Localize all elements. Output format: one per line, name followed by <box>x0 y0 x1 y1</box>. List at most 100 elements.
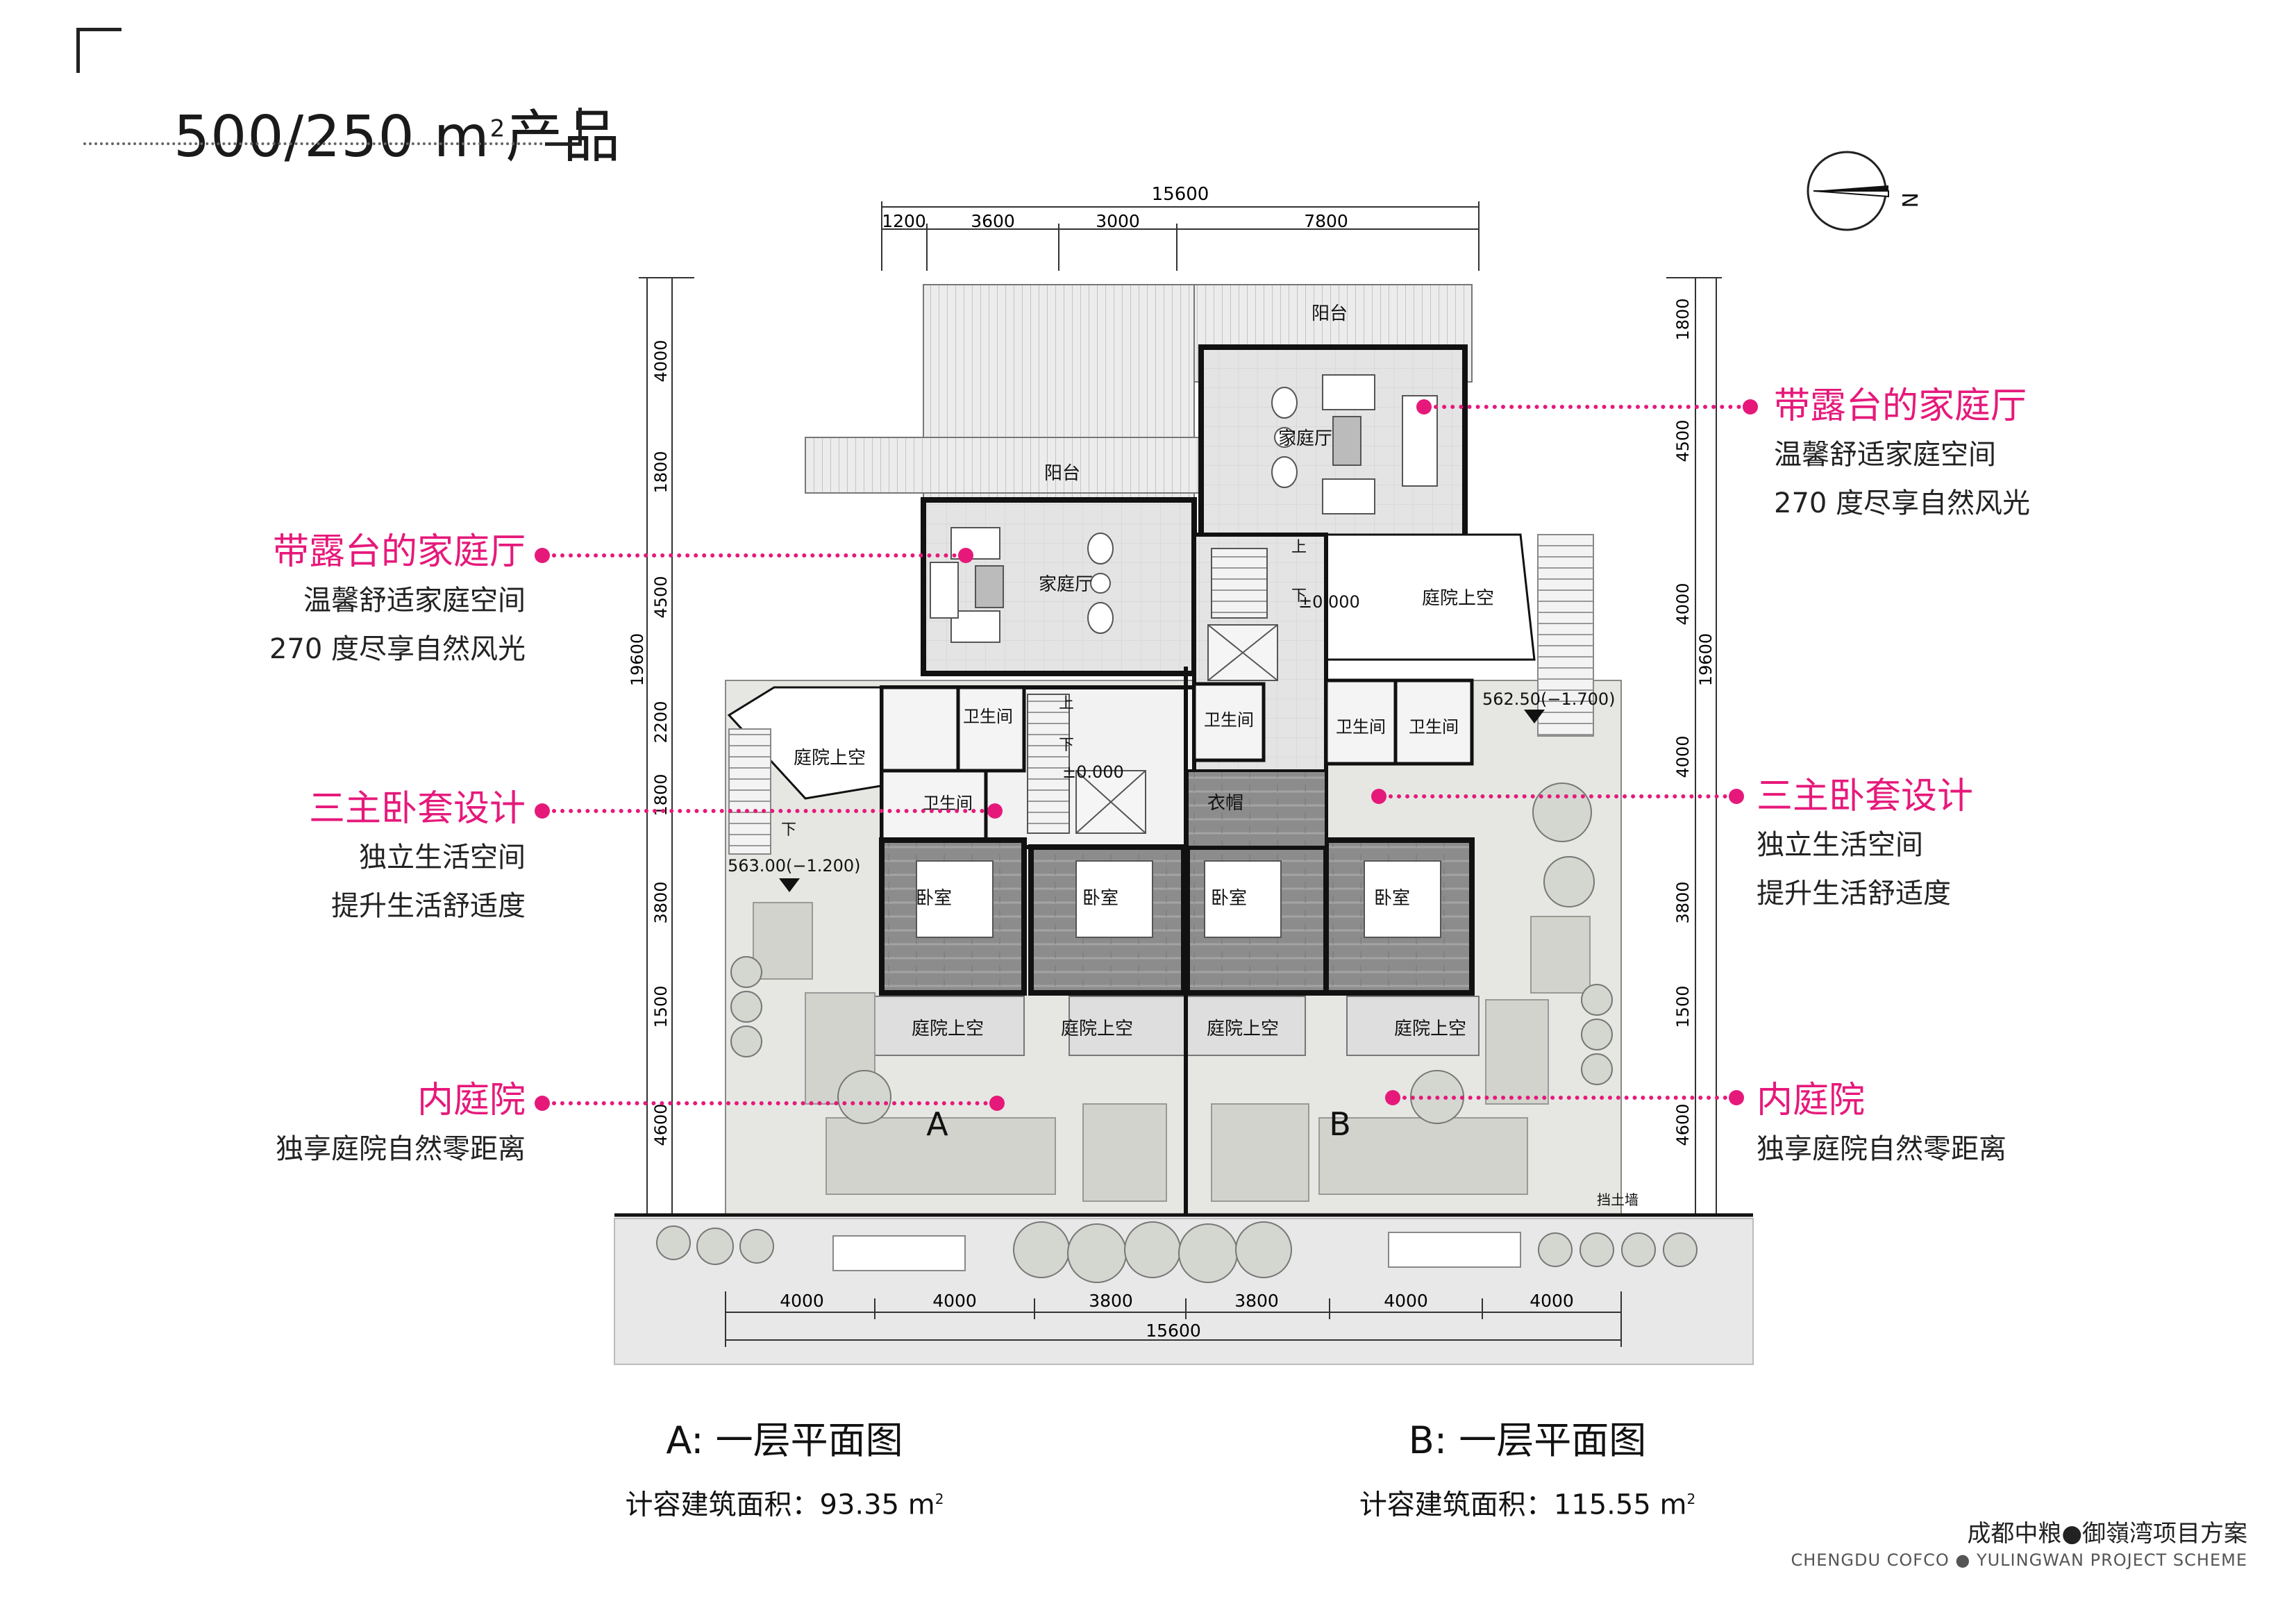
stair-up-label-b: 上 <box>1291 539 1307 556</box>
room-label-court-void-s1: 庭院上空 <box>912 1019 984 1039</box>
callout-leader-line <box>1402 1096 1736 1100</box>
corner-mark-bottom-right <box>545 108 582 146</box>
room-label-court-void-ne: 庭院上空 <box>1422 588 1494 609</box>
north-arrow-icon: N <box>1805 149 1930 233</box>
title-block: 500/250 m2产品 <box>76 28 620 170</box>
stair-core-a <box>1027 694 1070 834</box>
stair-down-label-a: 下 <box>1059 737 1074 754</box>
callout-heading: 内庭院 <box>417 1080 526 1121</box>
bedrooms <box>879 837 1475 996</box>
dim-bottom-seg: 4000 <box>1530 1291 1574 1311</box>
dim-left-seg: 1800 <box>651 451 671 493</box>
stair-ne <box>1537 534 1594 737</box>
callout-dot <box>1371 789 1386 804</box>
callout-dot <box>958 548 973 563</box>
dimension-right <box>1666 277 1722 1216</box>
dim-right-seg: 3800 <box>1673 881 1693 923</box>
court-voids-south <box>874 996 1480 1056</box>
caption-a: A: 一层平面图 计容建筑面积：93.35 m2 <box>576 1416 993 1529</box>
callout-left-family-hall: 带露台的家庭厅 温馨舒适家庭空间 270 度尽享自然风光 <box>269 528 526 673</box>
room-label-bedroom-4: 卧室 <box>1374 888 1410 909</box>
room-label-balcony-a: 阳台 <box>1044 463 1080 484</box>
dim-bottom-total: 15600 <box>1146 1321 1201 1341</box>
stair-down-label-b: 下 <box>1291 587 1307 605</box>
level-zero-a: ±0.000 <box>1062 762 1124 782</box>
callout-dot <box>1743 399 1758 415</box>
project-footer: 成都中粮●御嶺湾项目方案 CHENGDU COFCO ● YULINGWAN P… <box>1791 1519 2247 1572</box>
callout-right-master-suites: 三主卧套设计 独立生活空间 提升生活舒适度 <box>1757 772 1973 918</box>
dim-right-total: 19600 <box>1696 633 1716 686</box>
callout-leader-line <box>1389 794 1736 798</box>
callout-heading: 三主卧套设计 <box>308 788 526 830</box>
level-mark-b: 562.50(−1.700) <box>1482 689 1616 709</box>
callout-right-family-hall: 带露台的家庭厅 温馨舒适家庭空间 270 度尽享自然风光 <box>1774 382 2030 528</box>
dim-right-seg: 4000 <box>1673 583 1693 625</box>
room-label-court-void-nw: 庭院上空 <box>794 748 866 769</box>
callout-dot <box>535 1096 550 1111</box>
dim-bottom-seg: 3800 <box>1234 1291 1279 1311</box>
callout-leader-line <box>552 1101 996 1105</box>
room-label-bath-4: 卫生间 <box>1336 717 1386 737</box>
dim-right-seg: 4600 <box>1673 1103 1693 1146</box>
callout-line: 独立生活空间 <box>1757 829 1923 861</box>
level-mark-a: 563.00(−1.200) <box>728 856 861 876</box>
callout-line: 温馨舒适家庭空间 <box>1774 439 1996 471</box>
callout-heading: 三主卧套设计 <box>1757 776 1974 817</box>
dimension-top <box>881 201 1480 271</box>
callout-dot <box>1385 1090 1400 1105</box>
dim-top-total: 15600 <box>1152 184 1209 205</box>
dim-left-seg: 1500 <box>651 985 671 1028</box>
dim-left-seg: 4500 <box>651 576 671 618</box>
room-label-closet: 衣帽 <box>1207 793 1243 814</box>
callout-heading: 内庭院 <box>1757 1080 1866 1121</box>
callout-dot <box>1416 399 1432 415</box>
callout-line: 独享庭院自然零距离 <box>276 1133 526 1165</box>
footer-en: CHENGDU COFCO ● YULINGWAN PROJECT SCHEME <box>1791 1550 2247 1570</box>
callout-leader-line <box>552 553 965 558</box>
callout-left-inner-court: 内庭院 独享庭院自然零距离 <box>276 1076 526 1173</box>
caption-b: B: 一层平面图 计容建筑面积：115.55 m2 <box>1319 1416 1736 1529</box>
callout-left-master-suites: 三主卧套设计 独立生活空间 提升生活舒适度 <box>309 785 526 930</box>
dim-top-seg: 7800 <box>1304 211 1348 231</box>
corner-mark-top-left <box>76 28 121 73</box>
dim-left-total: 19600 <box>628 633 647 686</box>
room-label-family-hall-b: 家庭厅 <box>1278 428 1332 449</box>
compass-n-label: N <box>1897 192 1921 208</box>
callout-leader-line <box>1434 405 1750 409</box>
unit-marker-b: B <box>1329 1105 1351 1143</box>
footer-cn: 成都中粮●御嶺湾项目方案 <box>1967 1520 2247 1548</box>
dim-bottom-seg: 3800 <box>1089 1291 1133 1311</box>
callout-line: 独享庭院自然零距离 <box>1757 1133 2006 1165</box>
callout-dot <box>1729 1090 1744 1105</box>
room-label-bedroom-2: 卧室 <box>1082 888 1118 909</box>
unit-marker-a: A <box>926 1105 948 1143</box>
callout-dot <box>987 803 1003 819</box>
callout-line: 270 度尽享自然风光 <box>1774 487 2031 519</box>
callout-line: 提升生活舒适度 <box>1757 878 1951 910</box>
room-label-court-void-s3: 庭院上空 <box>1207 1019 1279 1039</box>
callout-line: 温馨舒适家庭空间 <box>303 585 526 617</box>
stair-nw <box>728 728 771 855</box>
stair-up-label-a: 上 <box>1059 695 1074 712</box>
street-planters <box>832 1232 1521 1271</box>
bathrooms <box>880 678 1474 842</box>
dim-left-seg: 4000 <box>651 340 671 382</box>
callout-line: 270 度尽享自然风光 <box>269 633 526 665</box>
callout-line: 提升生活舒适度 <box>331 890 526 922</box>
level-triangle-a-icon <box>779 878 800 892</box>
page-title: 500/250 m2产品 <box>174 104 621 170</box>
dim-right-seg: 4000 <box>1673 735 1693 778</box>
room-label-bath-1: 卫生间 <box>963 707 1013 726</box>
garden-patios <box>753 902 1591 1202</box>
callout-dot <box>535 803 550 819</box>
title-underline <box>83 142 548 145</box>
callout-dot <box>1729 789 1744 804</box>
callout-heading: 带露台的家庭厅 <box>1774 385 2027 427</box>
callout-dot <box>989 1096 1005 1111</box>
caption-title: B: 一层平面图 <box>1408 1418 1647 1462</box>
dim-top-seg: 3000 <box>1096 211 1140 231</box>
caption-area: 计容建筑面积：115.55 m2 <box>1359 1489 1696 1521</box>
caption-area: 计容建筑面积：93.35 m2 <box>625 1489 944 1521</box>
callout-dot <box>535 548 550 563</box>
tree-icons <box>656 782 1698 1283</box>
